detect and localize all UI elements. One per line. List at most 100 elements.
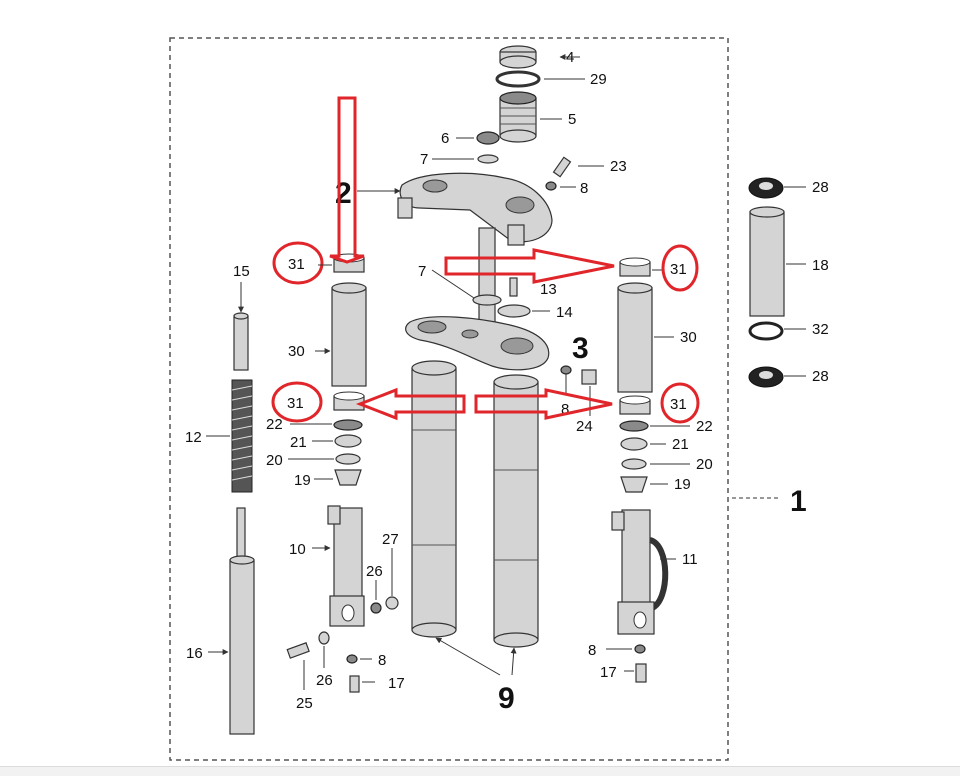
- label-19-right: 19: [674, 476, 691, 493]
- label-22-left: 22: [266, 416, 283, 433]
- washer-26-lower: [318, 631, 330, 645]
- label-19-left: 19: [294, 472, 311, 489]
- label-10: 10: [289, 541, 306, 558]
- label-26-upper: 26: [366, 563, 383, 580]
- label-13: 13: [540, 281, 557, 298]
- bolt-13: [509, 277, 518, 297]
- damper-rod-16: [229, 507, 255, 735]
- label-30-right: 30: [680, 329, 697, 346]
- label-31-right-top: 31: [670, 261, 687, 278]
- spring-12: [231, 379, 253, 493]
- label-1: 1: [790, 485, 807, 518]
- fork-tube-right: [493, 374, 539, 648]
- label-6: 6: [441, 130, 449, 147]
- nut-5: [499, 91, 537, 143]
- lower-slider-11: [611, 509, 669, 635]
- window-bottom-bar: [0, 766, 960, 776]
- label-17-right: 17: [600, 664, 617, 681]
- label-32: 32: [812, 321, 829, 338]
- tube-18: [749, 206, 785, 317]
- label-14: 14: [556, 304, 573, 321]
- label-8-right: 8: [588, 642, 596, 659]
- tube-30-left: [331, 282, 367, 387]
- label-16: 16: [186, 645, 203, 662]
- clip-20-right: [621, 458, 647, 470]
- label-7-lower: 7: [418, 263, 426, 280]
- washer-7-top: [477, 154, 499, 164]
- bolt-17-right: [635, 663, 647, 683]
- nut-6: [476, 131, 500, 145]
- ring-32: [748, 321, 784, 341]
- label-4: 4: [566, 49, 574, 66]
- label-3: 3: [572, 332, 589, 365]
- label-9: 9: [498, 682, 515, 715]
- label-8-left: 8: [378, 652, 386, 669]
- label-7-top: 7: [420, 151, 428, 168]
- highlight-31-left-top: [272, 241, 324, 285]
- cap-4: [499, 45, 537, 69]
- bushing-31-right-top: [619, 257, 651, 277]
- label-20-left: 20: [266, 452, 283, 469]
- label-18: 18: [812, 257, 829, 274]
- label-11: 11: [682, 551, 698, 568]
- highlight-31-left-mid: [271, 381, 323, 423]
- spring-seat-15: [233, 312, 249, 371]
- nut-27: [385, 596, 399, 610]
- label-31-left-mid: 31: [287, 395, 304, 412]
- washer-26-upper: [370, 602, 382, 614]
- label-26-lower: 26: [316, 672, 333, 689]
- seal-22-left: [333, 419, 363, 431]
- bushing-31-right-mid: [619, 395, 651, 415]
- steering-stem: [478, 227, 496, 327]
- washer-21-right: [620, 437, 648, 451]
- red-arrow-right-mid: [474, 388, 613, 420]
- dust-seal-19-right: [620, 476, 648, 493]
- washer-21-left: [334, 434, 362, 448]
- label-27: 27: [382, 531, 399, 548]
- highlight-31-right-mid: [660, 382, 700, 424]
- red-arrow-left-mid: [355, 387, 466, 421]
- label-15: 15: [233, 263, 250, 280]
- assembly-frame: [169, 37, 729, 761]
- label-21-left: 21: [290, 434, 307, 451]
- bearing-28-bottom: [748, 366, 784, 388]
- label-28-top: 28: [812, 179, 829, 196]
- label-31-left-top: 31: [288, 256, 305, 273]
- bolt-24: [581, 369, 597, 385]
- highlight-31-right-top: [661, 244, 699, 292]
- bushing-31-left-mid: [333, 391, 365, 411]
- label-5: 5: [568, 111, 576, 128]
- label-8-top: 8: [580, 180, 588, 197]
- label-20-right: 20: [696, 456, 713, 473]
- washer-14: [497, 304, 531, 318]
- bearing-28-top: [748, 177, 784, 199]
- bolt-25: [286, 642, 310, 659]
- lower-triple-clamp-3: [405, 316, 550, 371]
- nut-8-top: [545, 181, 557, 191]
- label-23: 23: [610, 158, 627, 175]
- tube-30-right: [617, 282, 653, 393]
- label-29: 29: [590, 71, 607, 88]
- red-arrow-down: [329, 96, 365, 264]
- label-21-right: 21: [672, 436, 689, 453]
- seal-22-right: [619, 420, 649, 432]
- fork-tube-left: [411, 360, 457, 638]
- label-24: 24: [576, 418, 593, 435]
- nut-8-left: [346, 654, 358, 664]
- nut-8-clamp: [560, 365, 572, 375]
- bolt-17-left: [349, 675, 360, 693]
- label-31-right-mid: 31: [670, 396, 687, 413]
- label-22-right: 22: [696, 418, 713, 435]
- washer-7-lower: [472, 294, 502, 306]
- lower-slider-10: [327, 505, 365, 627]
- label-17-left: 17: [388, 675, 405, 692]
- dust-seal-19-left: [334, 469, 362, 486]
- oring-29: [495, 70, 541, 88]
- nut-8-right: [634, 644, 646, 654]
- label-8-clamp: 8: [561, 401, 569, 418]
- label-30-left: 30: [288, 343, 305, 360]
- red-arrow-right-upper: [444, 248, 615, 284]
- upper-triple-clamp-2: [397, 172, 553, 246]
- clip-20-left: [335, 453, 361, 465]
